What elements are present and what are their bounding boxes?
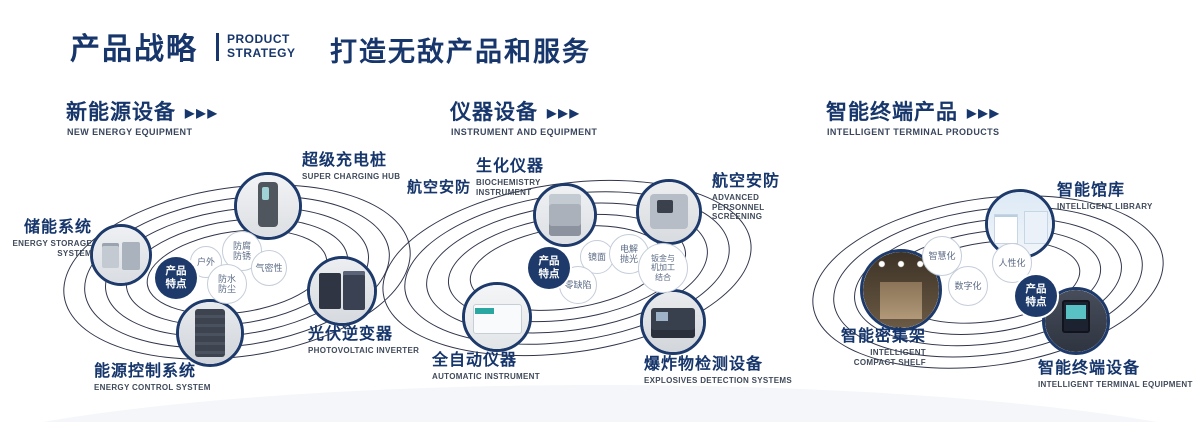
aviation-security-label: 航空安防 (407, 179, 472, 196)
compact-shelf-photo (860, 249, 942, 331)
terminal-equipment-photo (1042, 287, 1110, 355)
personnel-screening-label: 航空安防 ADVANCED PERSONNEL SCREENING (712, 173, 807, 221)
photovoltaic-inverter-label-en: PHOTOVOLTAIC INVERTER (308, 346, 420, 356)
energy-storage-photo (90, 224, 152, 286)
super-charging-hub-label: 超级充电桩 SUPER CHARGING HUB (302, 152, 400, 182)
explosives-detection-label: 爆炸物检测设备 EXPLOSIVES DETECTION SYSTEMS (644, 356, 792, 386)
energy-control-system-image (179, 302, 241, 364)
photovoltaic-inverter-label: 光伏逆变器 PHOTOVOLTAIC INVERTER (308, 326, 419, 356)
personnel-screening-label-en: ADVANCED PERSONNEL SCREENING (712, 193, 765, 221)
super-charging-hub-photo (234, 172, 302, 240)
triple-arrow-icon: ▶▶▶ (547, 105, 581, 120)
page-title-en: PRODUCT STRATEGY (227, 32, 296, 61)
photovoltaic-inverter-photo (307, 256, 377, 326)
super-charging-hub-image (237, 175, 299, 237)
page-title-en-line2: STRATEGY (227, 45, 296, 60)
energy-control-system-label-en: ENERGY CONTROL SYSTEM (94, 383, 211, 393)
photovoltaic-inverter-image (310, 259, 374, 323)
automatic-instrument-label: 全自动仪器 AUTOMATIC INSTRUMENT (432, 352, 540, 382)
section-title-instruments: 仪器设备 ▶▶▶ (450, 96, 581, 126)
automatic-instrument-photo (462, 282, 532, 352)
terminal-equipment-label-cn: 智能终端设备 (1038, 360, 1141, 377)
compact-shelf-label-en: INTELLIGENT COMPACT SHELF (853, 348, 926, 367)
section-title-terminals-cn: 智能终端产品 (826, 101, 958, 124)
biochemistry-instrument-label-en: BIOCHEMISTRY INSTRUMENT (476, 178, 541, 197)
photovoltaic-inverter-label-cn: 光伏逆变器 (308, 326, 394, 343)
automatic-instrument-label-en: AUTOMATIC INSTRUMENT (432, 372, 540, 382)
biochemistry-instrument-image (536, 186, 594, 244)
section-title-new-energy-cn: 新能源设备 (66, 101, 176, 124)
biochemistry-instrument-photo (533, 183, 597, 247)
super-charging-hub-label-cn: 超级充电桩 (302, 152, 388, 169)
section-title-new-energy: 新能源设备 ▶▶▶ (66, 96, 219, 126)
automatic-instrument-image (465, 285, 529, 349)
explosives-detection-label-en: EXPLOSIVES DETECTION SYSTEMS (644, 376, 792, 386)
page-slogan: 打造无敌产品和服务 (330, 37, 591, 67)
section-subtitle-new-energy: NEW ENERGY EQUIPMENT (67, 127, 193, 137)
feature-bubble-waterproof: 防水防尘 (207, 264, 247, 304)
section-subtitle-instruments: INSTRUMENT AND EQUIPMENT (451, 127, 598, 137)
personnel-screening-photo (636, 179, 702, 245)
energy-control-system-label: 能源控制系统 ENERGY CONTROL SYSTEM (94, 363, 211, 393)
compact-shelf-label: 智能密集架 INTELLIGENT COMPACT SHELF (830, 328, 926, 367)
feature-bubble-digital: 数字化 (948, 266, 988, 306)
personnel-screening-label-cn: 航空安防 (712, 173, 781, 190)
product-features-badge: 产品特点 (528, 247, 570, 289)
intelligent-library-label-cn: 智能馆库 (1057, 182, 1126, 199)
terminal-equipment-image (1045, 290, 1107, 352)
explosives-detection-label-cn: 爆炸物检测设备 (644, 356, 764, 373)
terminal-equipment-label-en: INTELLIGENT TERMINAL EQUIPMENT (1038, 380, 1193, 390)
feature-bubble-sheetmetal: 钣金与机加工结合 (638, 243, 688, 293)
header-divider (216, 33, 219, 61)
section-title-instruments-cn: 仪器设备 (450, 101, 538, 124)
triple-arrow-icon: ▶▶▶ (185, 105, 219, 120)
product-features-badge: 产品特点 (155, 257, 197, 299)
energy-storage-label-en: ENERGY STORAGE SYSTEM (12, 239, 92, 258)
terminal-equipment-label: 智能终端设备 INTELLIGENT TERMINAL EQUIPMENT (1038, 360, 1193, 390)
explosives-detection-image (643, 292, 703, 352)
automatic-instrument-label-cn: 全自动仪器 (432, 352, 518, 369)
super-charging-hub-label-en: SUPER CHARGING HUB (302, 172, 401, 182)
biochemistry-instrument-label: 生化仪器 BIOCHEMISTRY INSTRUMENT (476, 158, 546, 197)
section-title-terminals: 智能终端产品 ▶▶▶ (826, 96, 1001, 126)
section-subtitle-terminals: INTELLIGENT TERMINAL PRODUCTS (827, 127, 1000, 137)
intelligent-library-label: 智能馆库 INTELLIGENT LIBRARY (1057, 182, 1153, 212)
feature-bubble-airtight: 气密性 (251, 250, 287, 286)
page-title: 产品战略 (70, 33, 198, 66)
intelligent-library-label-en: INTELLIGENT LIBRARY (1057, 202, 1153, 212)
energy-storage-label: 储能系统 ENERGY STORAGE SYSTEM (4, 219, 92, 258)
energy-storage-label-cn: 储能系统 (23, 219, 92, 236)
explosives-detection-photo (640, 289, 706, 355)
triple-arrow-icon: ▶▶▶ (967, 105, 1001, 120)
page-title-en-line1: PRODUCT (227, 32, 290, 46)
energy-control-system-photo (176, 299, 244, 367)
feature-bubble-humanized: 人性化 (992, 243, 1032, 283)
compact-shelf-label-cn: 智能密集架 (840, 328, 926, 345)
biochemistry-instrument-label-cn: 生化仪器 (476, 158, 545, 175)
energy-control-system-label-cn: 能源控制系统 (94, 363, 197, 380)
feature-bubble-mirror: 镜面 (580, 240, 614, 274)
energy-storage-image (93, 227, 149, 283)
feature-bubble-smart: 智慧化 (922, 236, 962, 276)
personnel-screening-image (639, 182, 699, 242)
product-features-badge: 产品特点 (1015, 275, 1057, 317)
